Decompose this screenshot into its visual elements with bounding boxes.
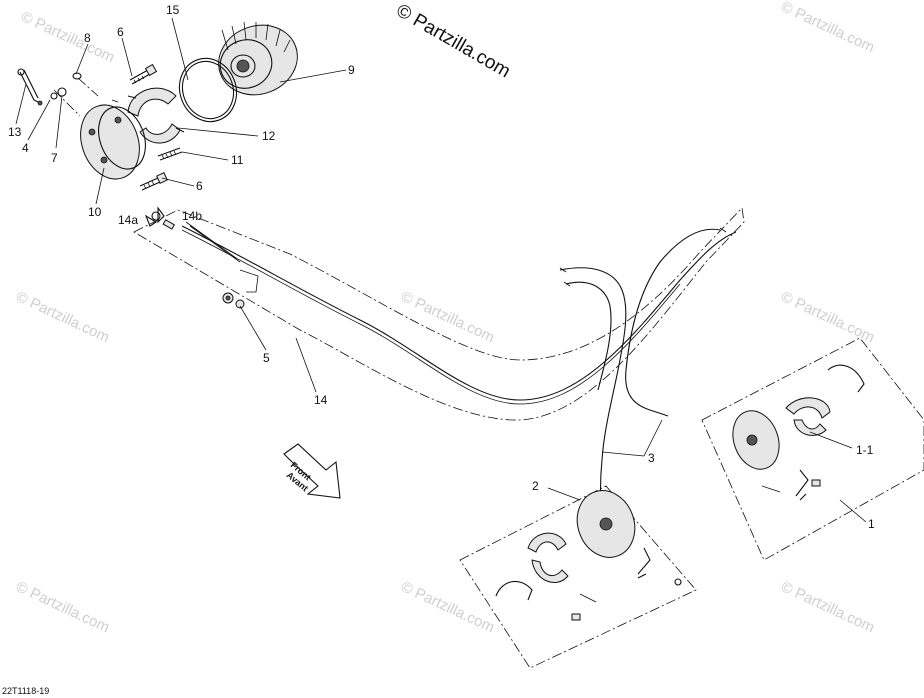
- callout-12: 12: [262, 129, 276, 143]
- cable-spring: [185, 221, 241, 263]
- callout-6-upper: 6: [117, 25, 124, 39]
- cable-3: [559, 227, 727, 521]
- ferrule: [162, 219, 176, 230]
- right-shoe-lower: [793, 419, 827, 436]
- callout-3: 3: [648, 451, 655, 465]
- brake-shoes: [127, 87, 185, 144]
- callout-13: 13: [8, 125, 22, 139]
- wing-nut: [144, 206, 165, 227]
- backing-plate: [80, 104, 146, 180]
- leader-lines: [15, 17, 867, 523]
- left-small-spring: [579, 593, 597, 603]
- left-lever: [637, 547, 651, 579]
- diagram-reference: 22T1118-19: [2, 686, 49, 696]
- left-shoe-lower: [531, 559, 569, 583]
- stud: [157, 147, 183, 161]
- watermark-text: © Partzilla.com: [778, 0, 877, 56]
- callout-1-1: 1-1: [856, 443, 874, 457]
- wheel-brake-right: [701, 337, 924, 561]
- callout-9: 9: [348, 63, 355, 77]
- right-clip: [811, 479, 821, 487]
- bolt-lower: [139, 172, 168, 191]
- wing-nut-hub: [151, 211, 161, 221]
- left-box: [459, 485, 697, 669]
- nut-small: [72, 72, 82, 80]
- nut-assembly: [222, 292, 245, 309]
- right-spring: [761, 485, 781, 493]
- watermark-text: © Partzilla.com: [398, 578, 497, 636]
- watermark-text: © Partzilla.com: [18, 8, 117, 66]
- callout-4: 4: [22, 141, 29, 155]
- left-spring: [495, 580, 533, 601]
- main-cable-sheath: [181, 229, 681, 405]
- brake-drum: [218, 21, 298, 96]
- cable-assembly: [133, 206, 745, 421]
- callout-7: 7: [51, 151, 58, 165]
- cable-3-b: [565, 281, 612, 391]
- right-shoe-upper: [785, 397, 831, 419]
- wheel-brake-left: [459, 485, 697, 669]
- callout-6-lower: 6: [196, 179, 203, 193]
- washer: [50, 92, 58, 100]
- callout-2: 2: [532, 479, 539, 493]
- cable-3-a: [559, 267, 627, 521]
- cable-envelope: [133, 207, 745, 421]
- front-arrow: Front Avant: [283, 443, 341, 499]
- main-cable: [181, 225, 737, 401]
- watermark-text: © Partzilla.com: [778, 288, 877, 346]
- callout-15: 15: [166, 3, 180, 17]
- cable-ends: [559, 227, 727, 287]
- left-clip: [571, 613, 581, 621]
- callout-labels: 15 8 6 9 13 4 7 12 11 6 10 14a 14b 5 14 …: [8, 3, 875, 531]
- callout-11: 11: [231, 153, 244, 167]
- left-shoe-upper: [527, 532, 567, 553]
- callout-8: 8: [84, 31, 91, 45]
- callout-5: 5: [263, 351, 270, 365]
- right-spring-top: [827, 364, 865, 393]
- callout-14b: 14b: [182, 209, 202, 223]
- right-lever: [795, 469, 809, 501]
- ring-seal: [178, 57, 238, 123]
- callout-14: 14: [314, 393, 328, 407]
- watermark-text: © Partzilla.com: [778, 578, 877, 636]
- callout-1: 1: [868, 517, 875, 531]
- cable-bracket: [239, 269, 259, 293]
- watermark-main: © Partzilla.com: [393, 0, 514, 82]
- drum-assembly: [17, 21, 298, 191]
- watermark-text: © Partzilla.com: [13, 578, 112, 636]
- right-box: [701, 337, 924, 561]
- cable-3-c: [625, 228, 721, 417]
- assembly-guide: [53, 77, 119, 117]
- left-pin: [674, 578, 682, 586]
- callout-10: 10: [88, 205, 102, 219]
- callout-14a: 14a: [118, 213, 138, 227]
- watermark-text: © Partzilla.com: [13, 288, 112, 346]
- bolt-upper: [129, 63, 158, 85]
- brake-lever: [17, 68, 43, 106]
